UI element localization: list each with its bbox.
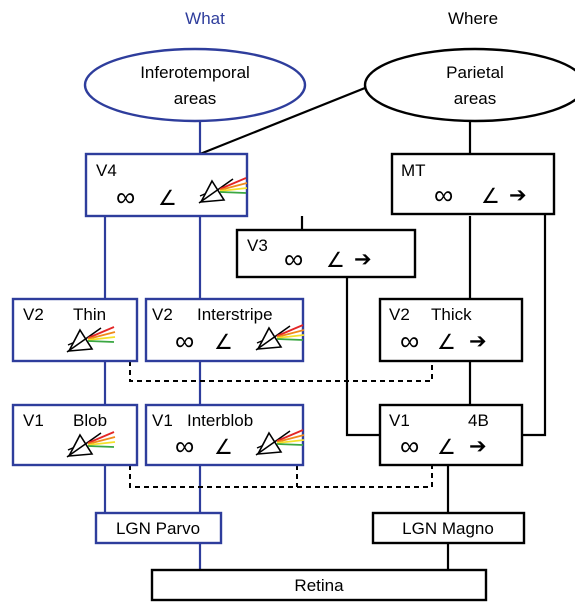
v1-interblob-box: V1 Interblob ∞ ∠: [144, 403, 305, 467]
lgn-magno-box: LGN Magno: [371, 511, 526, 545]
orientation-icon: ∠: [214, 331, 233, 354]
what-pathway-header: What: [185, 9, 225, 28]
v1-4b-area: V1: [389, 411, 410, 430]
v1-4b-box: V1 4B ∞ ∠ ➔: [378, 403, 524, 467]
lgn-magno-label: LGN Magno: [402, 519, 494, 538]
v1-blob-box: V1 Blob: [11, 403, 139, 467]
mt-label: MT: [401, 161, 426, 180]
retina-label: Retina: [294, 576, 344, 595]
motion-arrow-icon: ➔: [469, 330, 487, 353]
v2-thick-area: V2: [389, 305, 410, 324]
where-pathway-header: Where: [448, 9, 498, 28]
motion-arrow-icon: ➔: [354, 248, 372, 271]
motion-arrow-icon: ➔: [469, 435, 487, 458]
v2-interstripe-area: V2: [152, 305, 173, 324]
v1-4b-stripe: 4B: [468, 411, 489, 430]
orientation-icon: ∠: [437, 436, 456, 459]
orientation-icon: ∠: [214, 436, 233, 459]
v1-interblob-area: V1: [152, 411, 173, 430]
parietal-areas-ellipse: Parietal areas: [363, 47, 575, 123]
inferotemporal-areas-ellipse: Inferotemporal areas: [83, 47, 307, 123]
parietal-line2: areas: [454, 89, 497, 108]
lgn-parvo-label: LGN Parvo: [116, 519, 200, 538]
form-icon: ∞: [175, 326, 194, 356]
inferotemporal-line1: Inferotemporal: [140, 63, 250, 82]
form-icon: ∞: [284, 244, 303, 274]
v2-thin-stripe: Thin: [73, 305, 106, 324]
form-icon: ∞: [175, 431, 194, 461]
v2-thin-area: V2: [23, 305, 44, 324]
lgn-parvo-box: LGN Parvo: [94, 511, 223, 545]
orientation-icon: ∠: [326, 249, 345, 272]
v4-box: V4 ∞ ∠: [84, 152, 249, 218]
v2-interstripe-stripe: Interstripe: [197, 305, 273, 324]
v3-label: V3: [247, 236, 268, 255]
v1-blob-stripe: Blob: [73, 411, 107, 430]
v3-box: V3 ∞ ∠ ➔: [235, 228, 417, 279]
v1-blob-area: V1: [23, 411, 44, 430]
retina-box: Retina: [150, 568, 488, 602]
form-icon: ∞: [434, 180, 453, 210]
dashed-cross-connections: [129, 361, 433, 488]
what-pathway-connections: [103, 120, 202, 570]
v2-interstripe-box: V2 Interstripe ∞ ∠: [144, 297, 305, 363]
orientation-icon: ∠: [158, 187, 177, 210]
motion-arrow-icon: ➔: [509, 184, 527, 207]
form-icon: ∞: [400, 431, 419, 461]
mt-box: MT ∞ ∠ ➔: [390, 152, 556, 216]
form-icon: ∞: [116, 182, 135, 212]
v2-thick-box: V2 Thick ∞ ∠ ➔: [378, 297, 524, 363]
v2-thin-box: V2 Thin: [11, 297, 139, 363]
form-icon: ∞: [400, 326, 419, 356]
inferotemporal-line2: areas: [174, 89, 217, 108]
orientation-icon: ∠: [437, 331, 456, 354]
where-pathway-connections: [199, 78, 547, 570]
v1-interblob-stripe: Interblob: [187, 411, 253, 430]
orientation-icon: ∠: [481, 185, 500, 208]
parietal-line1: Parietal: [446, 63, 504, 82]
v2-thick-stripe: Thick: [431, 305, 472, 324]
v4-label: V4: [96, 161, 117, 180]
